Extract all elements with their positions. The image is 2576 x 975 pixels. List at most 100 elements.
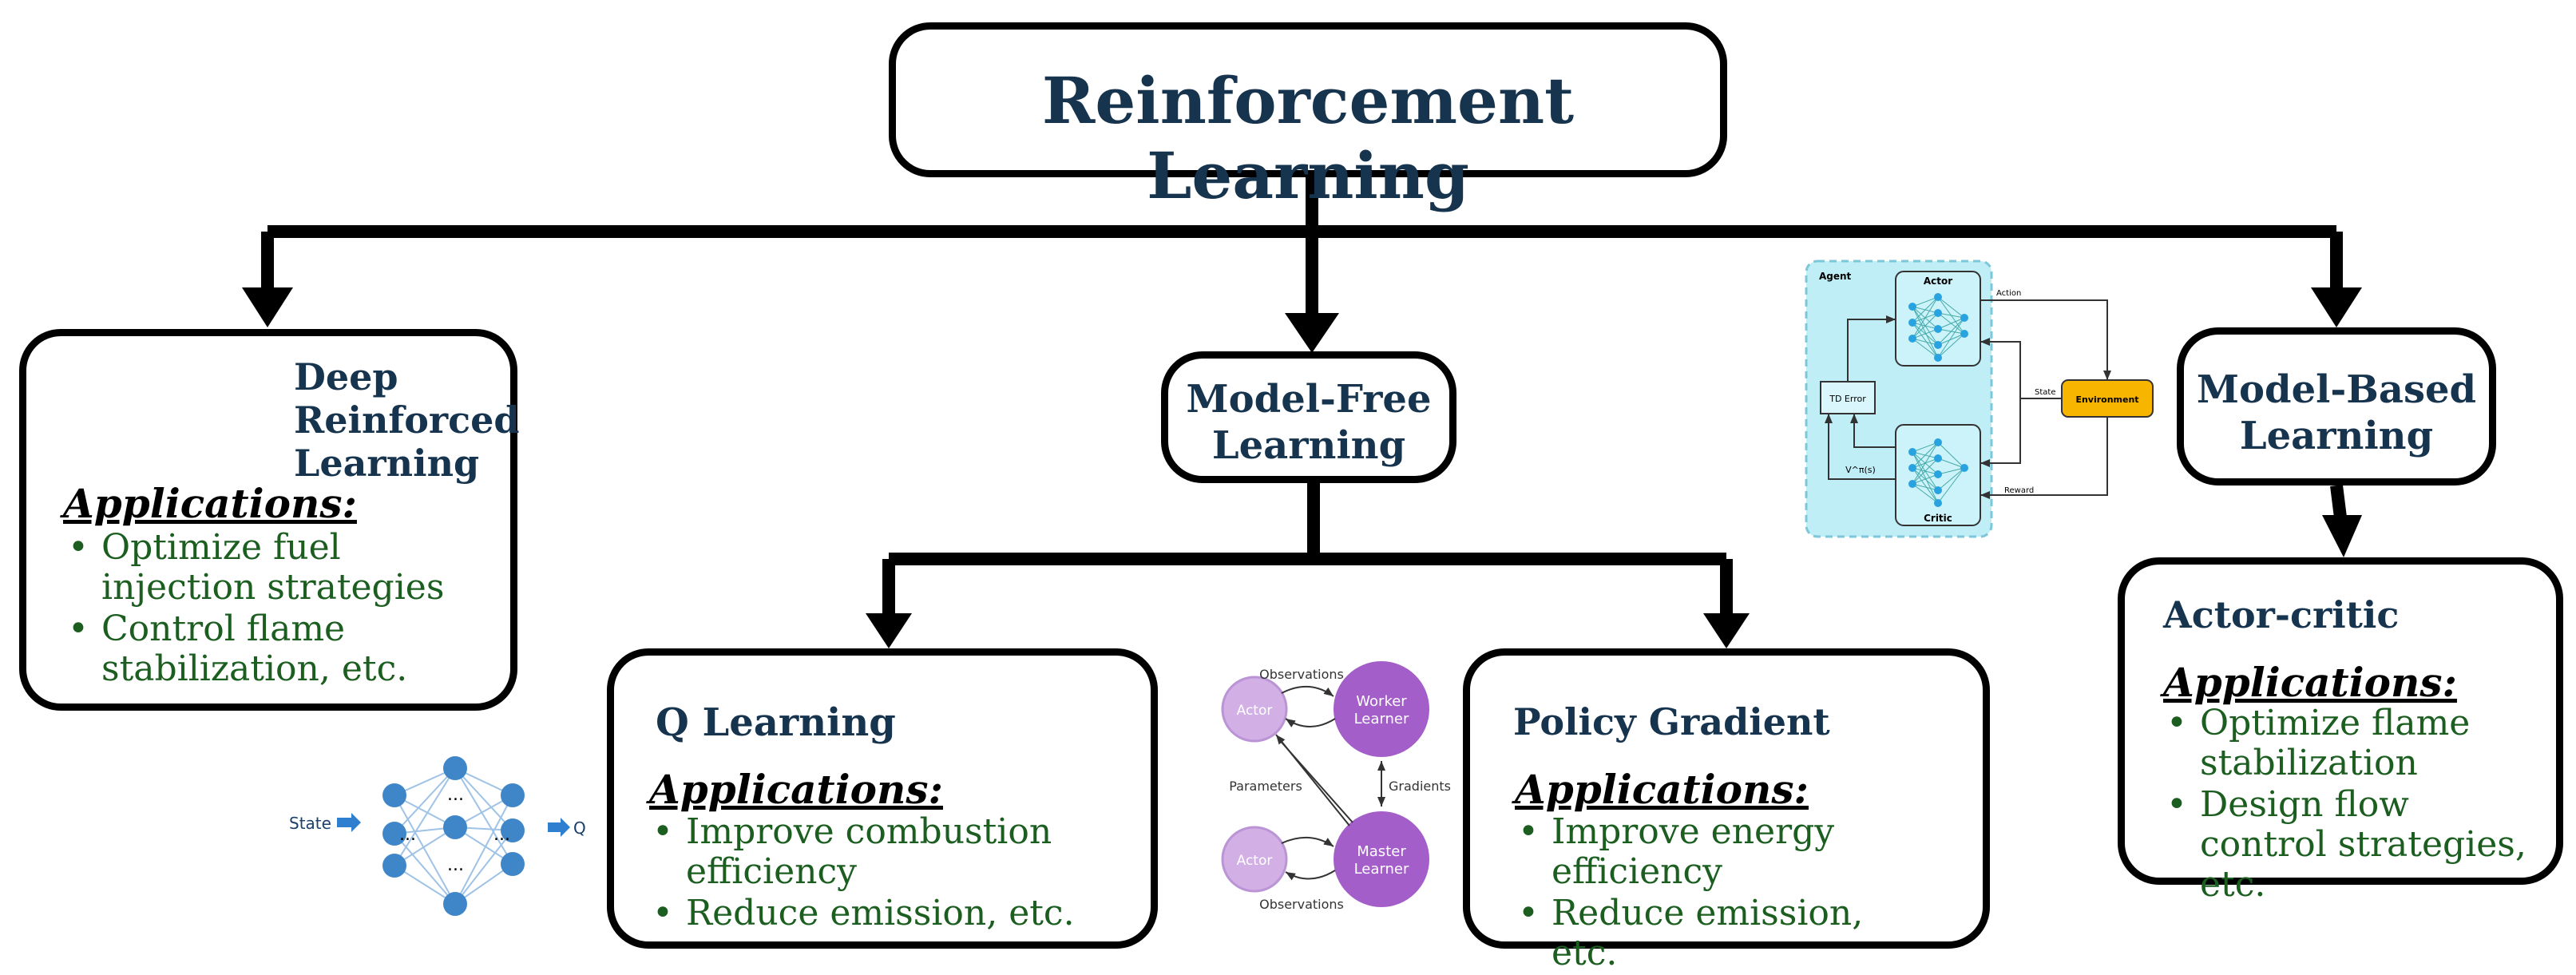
net-edge [1937, 317, 1965, 330]
net-node [1960, 314, 1968, 322]
actor-critic-application-item: Design flow control strategies, etc. [2160, 785, 2543, 905]
net-node [1908, 335, 1916, 343]
model-based-to-actor-critic-line [2330, 485, 2347, 518]
net-node [1934, 354, 1942, 362]
net-node [1908, 303, 1916, 311]
state-label: State [2035, 388, 2055, 397]
deep-rl-title-line2: Reinforced [294, 398, 520, 442]
net-edge [1937, 312, 1965, 319]
net-node [1934, 309, 1942, 317]
q-net-output-label: Q [573, 818, 586, 838]
net-node [1934, 325, 1942, 333]
actor-critic-net-glyphs [1908, 293, 1968, 507]
net-node [501, 783, 525, 807]
net-edge [1912, 442, 1939, 485]
policy-gradient-application-item: Reduce emission, etc. [1512, 894, 1927, 973]
worker-label-line1: Worker [1356, 693, 1407, 710]
net-edge [1912, 338, 1939, 346]
q-learning-application-item: Improve combustion efficiency [646, 812, 1093, 892]
arrow-to-deep-rl [242, 287, 293, 327]
net-edge [1912, 474, 1939, 485]
net-edge [454, 795, 513, 905]
actor-critic-applications-heading: Applications: [2163, 659, 2457, 706]
net-edge [1912, 328, 1939, 339]
net-node [382, 854, 406, 878]
td-error-label: TD Error [1829, 394, 1866, 404]
net-edge [394, 795, 456, 905]
arrow-to-model-based [2311, 287, 2362, 327]
net-node [1934, 470, 1942, 478]
q-net-output-arrow-icon [548, 818, 570, 837]
environment-label: Environment [2075, 394, 2138, 405]
q-net-ellipsis-1: ... [399, 825, 416, 845]
connector-arrowheads [242, 287, 2362, 648]
net-edge [1937, 467, 1965, 491]
action-label: Action [1996, 289, 2021, 298]
net-edge [454, 767, 513, 831]
master-label-line2: Learner [1354, 861, 1409, 878]
actor-box-label: Actor [1924, 275, 1952, 287]
policy-gradient-title: Policy Gradient [1513, 700, 1830, 743]
q-net-input-label: State [289, 814, 331, 833]
actor-critic-applications-list: Optimize flame stabilization Design flow… [2160, 704, 2543, 906]
net-node [1934, 486, 1942, 494]
worker-label-line2: Learner [1354, 711, 1409, 727]
deep-rl-title-line3: Learning [294, 442, 480, 485]
policy-gradient-applications-heading: Applications: [1515, 766, 1809, 813]
q-net-ellipsis-3: ... [447, 855, 464, 875]
connector-lines [261, 177, 2347, 613]
q-net-ellipsis-4: ... [493, 825, 510, 845]
net-edge [1912, 312, 1939, 339]
gradients-label: Gradients [1389, 779, 1451, 794]
deep-rl-application-item: Control flame stabilization, etc. [61, 609, 477, 689]
actor-node-bottom [1221, 826, 1288, 893]
net-node [1960, 464, 1968, 472]
arrow-to-model-free [1285, 313, 1339, 353]
net-edge [1912, 451, 1939, 504]
value-label: V^π(s) [1845, 465, 1876, 475]
deep-rl-applications-heading: Applications: [63, 480, 357, 527]
net-node [1934, 438, 1942, 446]
net-edge [1912, 467, 1939, 504]
model-based-box: Model-Based Learning [2177, 327, 2496, 486]
net-edge [394, 833, 456, 905]
actor-critic-application-item: Optimize flame stabilization [2160, 704, 2543, 783]
model-free-title-line1: Model-Free [1186, 377, 1432, 422]
reward-label: Reward [2004, 486, 2034, 495]
model-based-title-line2: Learning [2239, 414, 2434, 458]
net-node [443, 756, 467, 780]
policy-gradient-application-item: Improve energy efficiency [1512, 812, 1927, 892]
net-node [443, 892, 467, 916]
net-edge [1937, 333, 1965, 346]
worker-learner-node [1334, 661, 1429, 757]
actor-label-bottom: Actor [1237, 853, 1273, 869]
net-node [1934, 454, 1942, 462]
model-free-title: Model-Free Learning [1168, 376, 1449, 469]
net-node [1908, 448, 1916, 456]
agent-label: Agent [1819, 271, 1852, 282]
td-error-box [1820, 381, 1876, 414]
net-edge [1912, 442, 1939, 469]
net-edge [1937, 317, 1965, 359]
deep-rl-title-line1: Deep [294, 355, 398, 398]
net-node [1934, 341, 1942, 349]
net-node [1934, 293, 1942, 301]
net-edge [1912, 338, 1939, 359]
q-learning-application-item: Reduce emission, etc. [646, 894, 1093, 934]
net-edge [394, 767, 456, 834]
net-edge [1912, 296, 1939, 323]
net-edge [394, 767, 456, 866]
actor-learner-figure: Actor Worker Learner Actor Master Learne… [1221, 661, 1451, 912]
observations-label-bottom: Observations [1259, 897, 1344, 912]
model-free-title-line2: Learning [1211, 423, 1406, 468]
policy-gradient-box: Policy Gradient Applications: Improve en… [1463, 648, 1990, 973]
net-node [382, 822, 406, 846]
net-edge [1912, 483, 1939, 491]
root-title: Reinforcement Learning [1041, 63, 1575, 213]
master-learner-node [1334, 811, 1429, 907]
net-edge [454, 830, 513, 905]
q-learning-box: Q Learning Applications: Improve combust… [607, 648, 1158, 949]
net-edge [1912, 442, 1939, 453]
net-edge [1937, 467, 1965, 475]
q-learning-title: Q Learning [656, 700, 896, 745]
